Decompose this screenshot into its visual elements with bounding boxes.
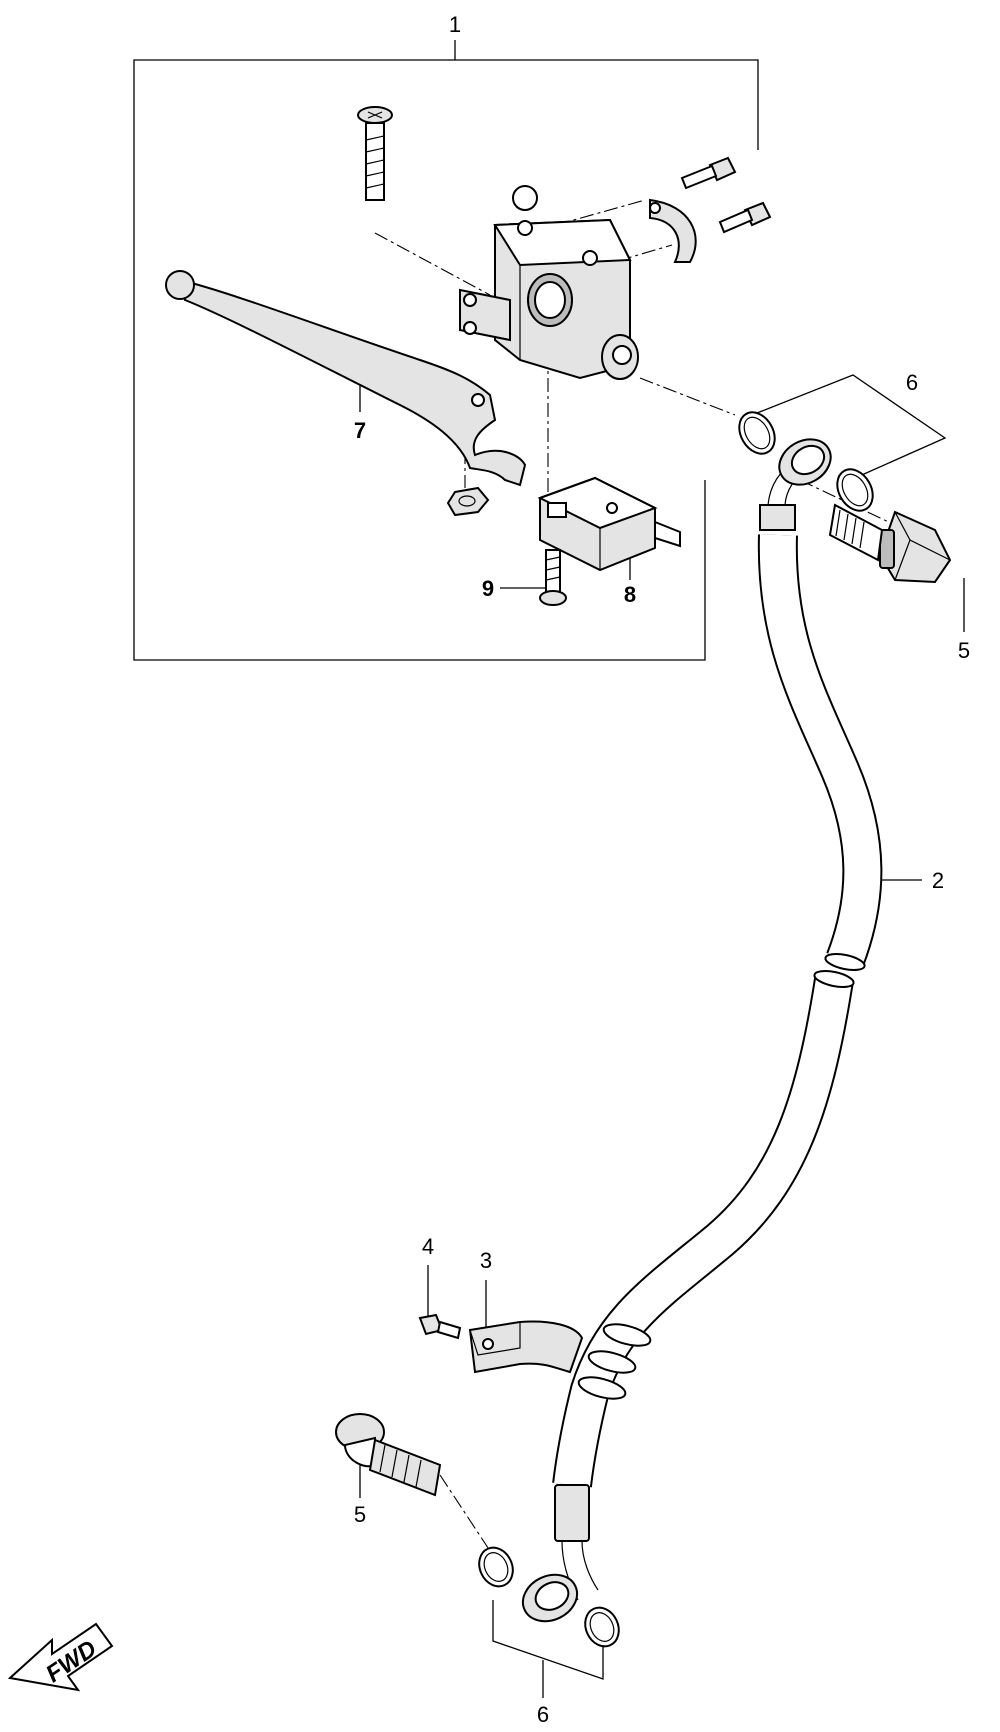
callout-8: 8 (624, 582, 636, 607)
banjo-bolt-bottom (335, 1413, 442, 1497)
cap-screw (357, 106, 393, 201)
callout-5-top: 5 (958, 638, 970, 663)
callout-2: 2 (932, 868, 944, 893)
banjo-fitting-top (738, 411, 874, 512)
callout-6-bottom: 6 (537, 1702, 549, 1727)
callout-5-bottom: 5 (354, 1502, 366, 1527)
callout-leaders (359, 370, 965, 1698)
lever-nut (446, 486, 490, 517)
master-cylinder (459, 185, 697, 380)
callout-7: 7 (354, 418, 366, 443)
callout-1: 1 (449, 12, 461, 37)
guide-bolt (418, 1313, 462, 1340)
assembly-1-frame (133, 40, 759, 661)
callout-6-top: 6 (906, 370, 918, 395)
banjo-bolt-top (828, 503, 952, 584)
switch-screw (539, 549, 567, 606)
callout-4: 4 (422, 1234, 434, 1259)
brake-switch (537, 476, 681, 572)
callout-3: 3 (480, 1248, 492, 1273)
fwd-arrow (7, 1622, 114, 1692)
clamp-bolts (680, 156, 772, 234)
banjo-fitting-bottom (478, 1546, 620, 1648)
callout-9: 9 (482, 576, 494, 601)
brake-lever (165, 270, 527, 487)
hose-guide (468, 1320, 584, 1374)
brake-hose (552, 461, 883, 1601)
